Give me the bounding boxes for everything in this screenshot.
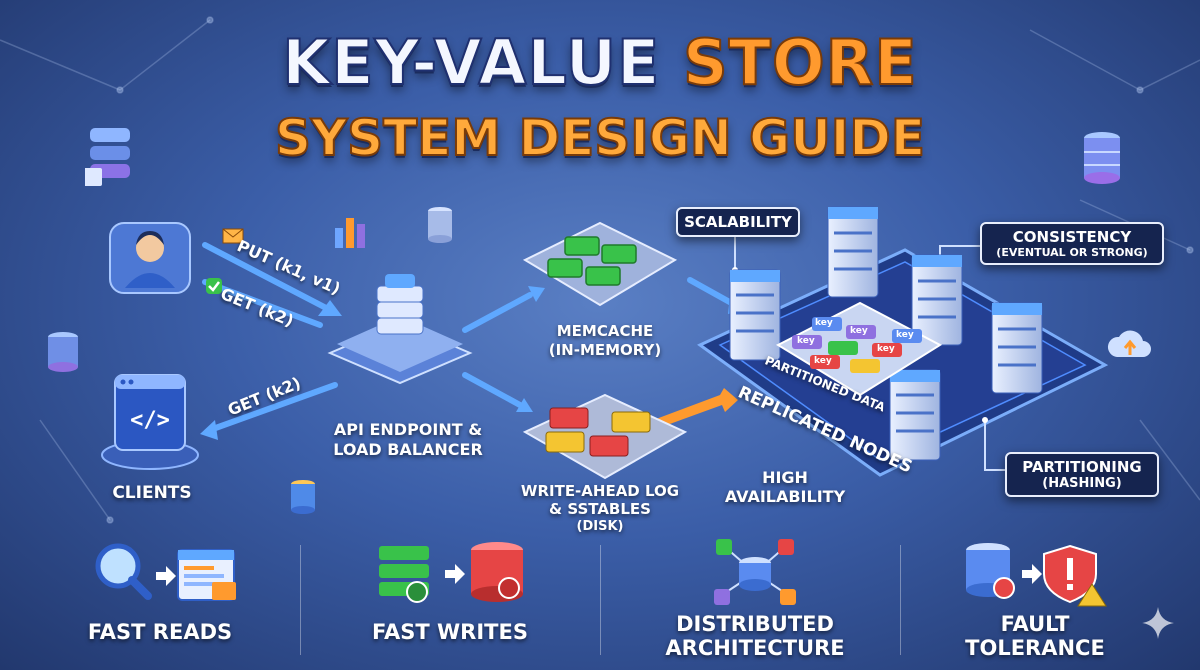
feature-fast-reads: FAST READS: [87, 620, 233, 644]
title-part-2: STORE: [682, 26, 918, 99]
consistency-subtitle: (EVENTUAL OR STRONG): [996, 246, 1148, 259]
sparkle-icon: [1142, 607, 1174, 639]
wal-label: WRITE-AHEAD LOG & SSTABLES (DISK): [520, 482, 680, 534]
write-ahead-log-icon: [522, 393, 688, 480]
server-node: [889, 369, 941, 461]
api-endpoint-label: API ENDPOINT & LOAD BALANCER: [333, 420, 483, 459]
title-part-1: KEY-VALUE: [281, 26, 661, 99]
server-node: [911, 254, 963, 346]
feature-fault-tolerance: FAULT TOLERANCE: [965, 612, 1105, 660]
feature-distributed-architecture: DISTRIBUTED ARCHITECTURE: [665, 612, 845, 660]
page-title: KEY-VALUE STORE: [0, 26, 1200, 99]
feature-fast-writes: FAST WRITES: [372, 620, 528, 644]
load-balancer-icon: [327, 274, 473, 385]
server-node: [729, 269, 781, 361]
key-chip: key: [814, 356, 832, 366]
memcache-icon: [522, 221, 678, 307]
svg-text:</>: </>: [130, 408, 170, 433]
envelope-icon: [222, 228, 244, 244]
key-chip: key: [896, 330, 914, 340]
partitioning-badge: PARTITIONING (HASHING): [1005, 452, 1159, 497]
server-node: [827, 206, 879, 298]
feature-divider: [300, 545, 301, 655]
magnifier-icon: [95, 543, 236, 601]
consistency-badge: CONSISTENCY (EVENTUAL OR STRONG): [980, 222, 1164, 265]
server-node: [991, 302, 1043, 394]
replicated-nodes-cluster: [729, 206, 1043, 461]
database-icon: [1084, 132, 1120, 184]
flow-arrows: [202, 242, 738, 433]
page-subtitle: SYSTEM DESIGN GUIDE: [274, 108, 926, 168]
key-chip: key: [815, 318, 833, 328]
key-chip: key: [850, 326, 868, 336]
database-icon: [428, 207, 452, 243]
key-chip: key: [877, 344, 895, 354]
database-icon: [291, 480, 315, 514]
server-write-icon: [379, 542, 523, 603]
feature-divider: [900, 545, 901, 655]
partitioning-title: PARTITIONING: [1022, 458, 1142, 476]
key-chip: key: [797, 336, 815, 346]
cloud-upload-icon: [1107, 330, 1151, 357]
shield-warning-icon: [966, 543, 1107, 607]
user-avatar-icon: [109, 222, 191, 294]
bar-chart-icon: [335, 218, 365, 248]
high-availability-label: HIGH AVAILABILITY: [724, 468, 846, 506]
database-icon: [48, 332, 78, 372]
scalability-badge: SCALABILITY: [676, 207, 800, 237]
check-icon: [206, 278, 222, 294]
memcache-label: MEMCACHE (IN-MEMORY): [548, 322, 662, 359]
feature-divider: [600, 545, 601, 655]
partitioning-subtitle: (HASHING): [1042, 476, 1122, 491]
client-app-icon: </>: [101, 374, 199, 470]
network-icon: [714, 539, 796, 605]
consistency-title: CONSISTENCY: [1012, 228, 1132, 246]
database-stack-icon: [85, 128, 130, 186]
clients-label: CLIENTS: [112, 483, 192, 503]
